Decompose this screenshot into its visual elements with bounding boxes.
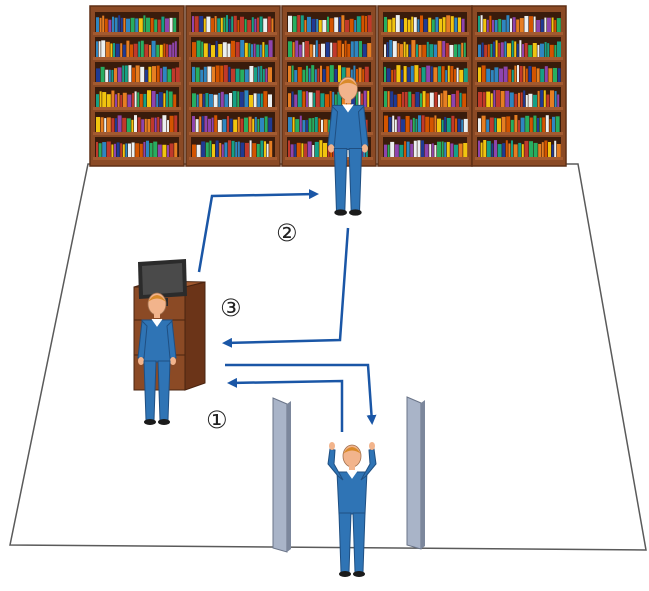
step-label-1: ①: [206, 406, 228, 434]
security-gate-right: [407, 397, 425, 549]
floor-plane: [10, 164, 646, 550]
step-label-3: ③: [220, 294, 242, 322]
bookshelf-unit: [186, 6, 280, 166]
security-gate-left: [273, 398, 291, 552]
bookshelf-unit: [90, 6, 184, 166]
bookshelf-unit: [472, 6, 566, 166]
bookshelf-unit: [378, 6, 472, 166]
step-label-2: ②: [276, 219, 298, 247]
